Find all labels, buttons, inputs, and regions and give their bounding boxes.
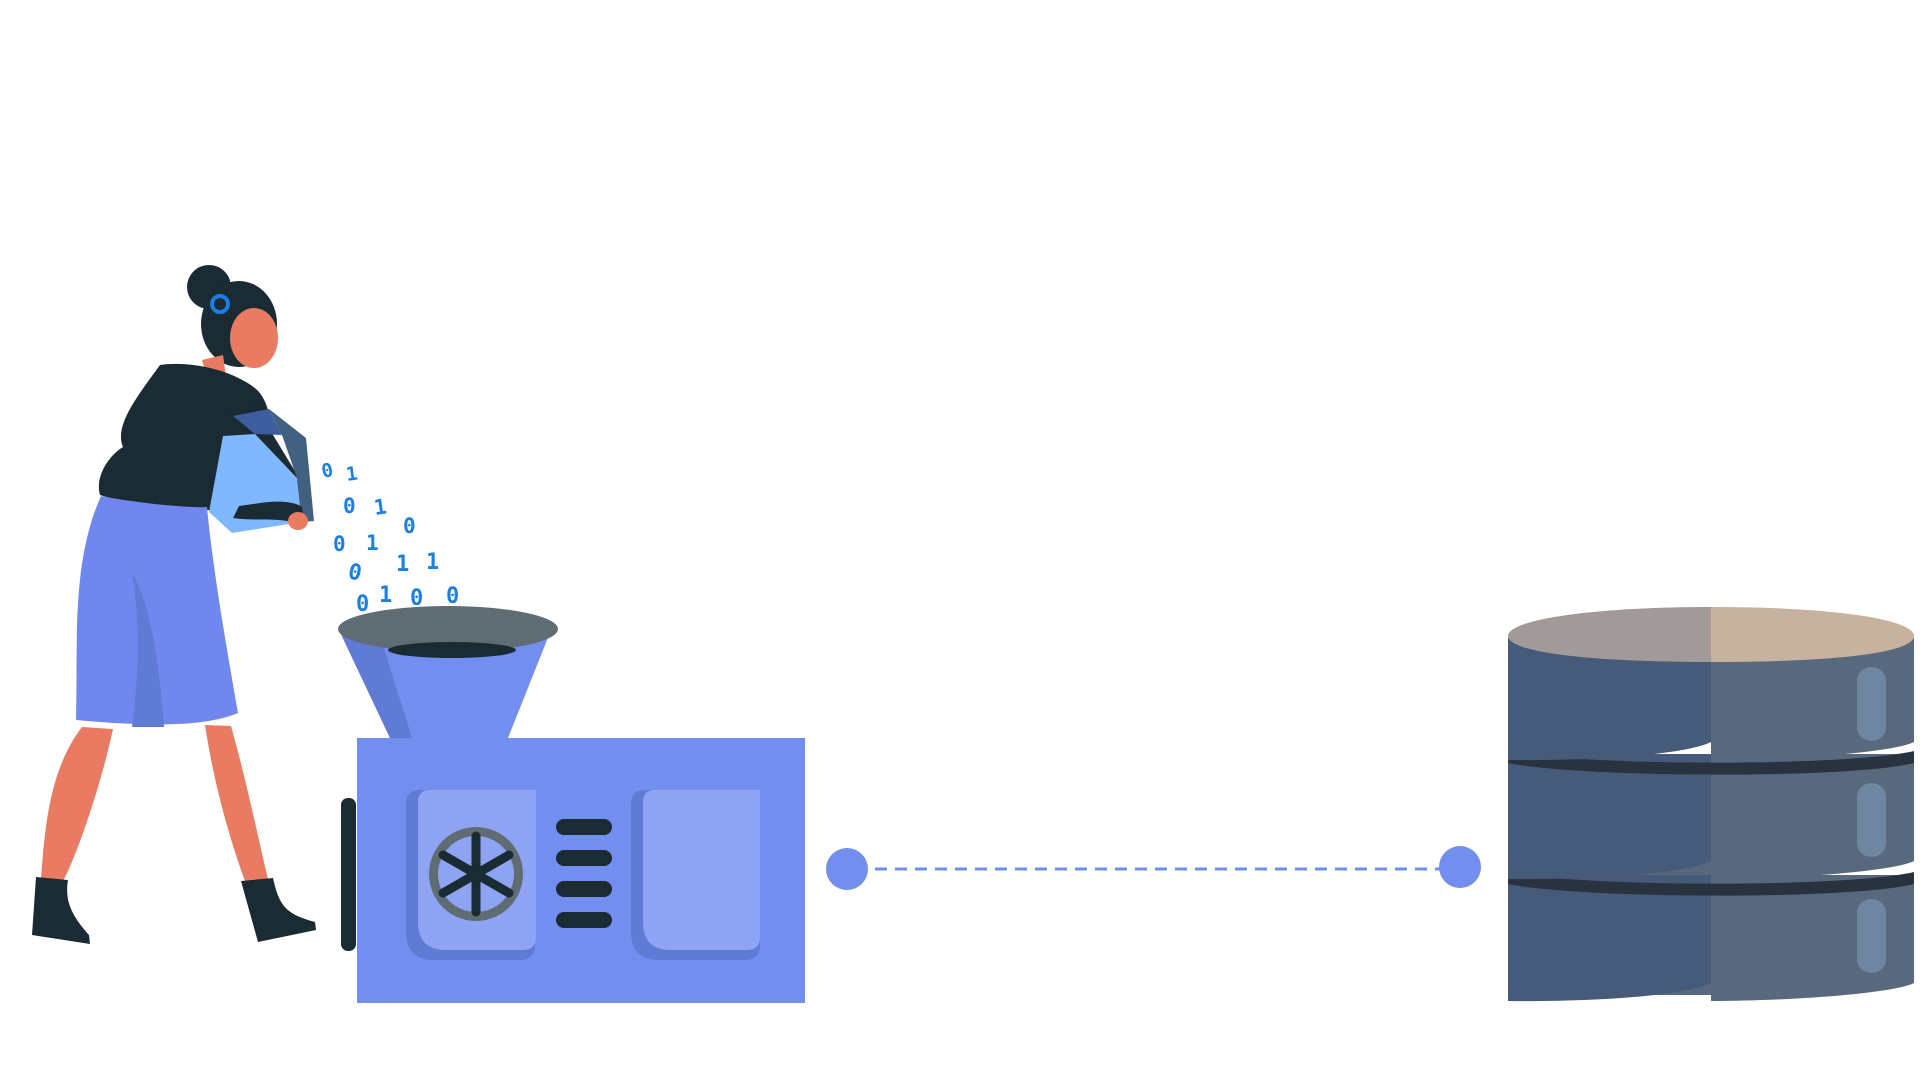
box-top: [233, 409, 282, 435]
database-layer-bottom-left: [1508, 875, 1711, 1002]
person-pouring-data-illustration: [32, 265, 316, 944]
funnel-top: [338, 606, 558, 652]
database-top-right: [1711, 607, 1914, 662]
database-stack-icon: [1508, 607, 1914, 1002]
binary-digit: 0: [346, 559, 364, 586]
binary-digit: 0: [343, 494, 356, 518]
left-hand-sleeve: [233, 501, 303, 522]
face: [230, 308, 278, 368]
left-hand: [288, 512, 308, 530]
database-top-left: [1508, 607, 1711, 662]
dashed-connector: [826, 846, 1481, 890]
machine-vent-slot: [556, 881, 612, 897]
database-layer-top-left: [1508, 638, 1711, 761]
database-layer-middle-left: [1508, 754, 1711, 880]
machine-panel-right: [643, 790, 760, 950]
binary-digit: 1: [372, 494, 388, 520]
binary-digit: 1: [426, 550, 439, 575]
hair-tie: [210, 294, 230, 314]
binary-digit: 0: [446, 584, 459, 609]
left-boot: [32, 877, 90, 944]
binary-digit: 1: [366, 531, 379, 555]
box-side: [269, 409, 314, 522]
binary-digit: 1: [379, 583, 392, 608]
data-processing-machine-icon: [338, 606, 805, 1003]
connector-end-dot: [1439, 846, 1481, 888]
fan-hub: [469, 867, 483, 881]
binary-digit: 0: [333, 532, 346, 556]
funnel-shadow: [339, 630, 412, 738]
machine-vent-slot: [556, 912, 612, 928]
funnel-opening: [388, 642, 516, 658]
binary-digit: 0: [410, 586, 423, 611]
binary-digit: 0: [356, 592, 369, 617]
database-indicator: [1857, 899, 1886, 973]
binary-digit: 1: [396, 552, 409, 577]
database-indicator: [1857, 783, 1886, 857]
right-leg: [205, 725, 268, 881]
binary-digit: 0: [319, 459, 335, 483]
left-leg: [41, 727, 113, 881]
binary-digit: 1: [345, 463, 359, 486]
fan-icon: [429, 827, 523, 921]
skirt: [76, 496, 238, 725]
database-divider-top: [1508, 751, 1914, 775]
binary-digit: 0: [403, 514, 416, 538]
database-indicator: [1857, 667, 1886, 741]
connector-start-dot: [826, 848, 868, 890]
skirt-shadow: [132, 573, 164, 727]
machine-handle: [341, 798, 356, 951]
machine-vent-slot: [556, 819, 612, 835]
right-boot: [241, 878, 316, 942]
machine-vent-slot: [556, 850, 612, 866]
database-divider-bottom: [1508, 872, 1914, 896]
